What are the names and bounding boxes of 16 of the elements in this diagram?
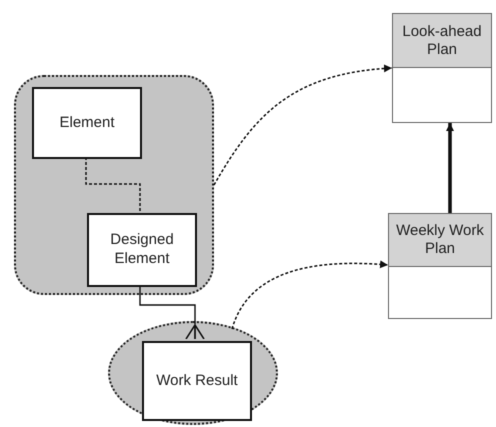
connector: [85, 157, 141, 211]
entity-box: [87, 213, 197, 287]
connector: [213, 64, 392, 186]
entity-box: [32, 87, 142, 159]
entity-name: Work Result: [156, 372, 238, 390]
connector: [231, 260, 388, 330]
entity-name: Designed Element: [109, 231, 175, 269]
plan-title: Look-ahead Plan: [393, 14, 491, 68]
plan-title: Weekly Work Plan: [389, 214, 491, 267]
entity-box: [142, 341, 252, 421]
entity-name: Element: [59, 114, 115, 132]
grouping-region: [14, 75, 214, 295]
connector: [139, 285, 205, 340]
connector: [446, 123, 454, 213]
plan-box: [392, 13, 492, 123]
plan-box: [388, 213, 492, 319]
